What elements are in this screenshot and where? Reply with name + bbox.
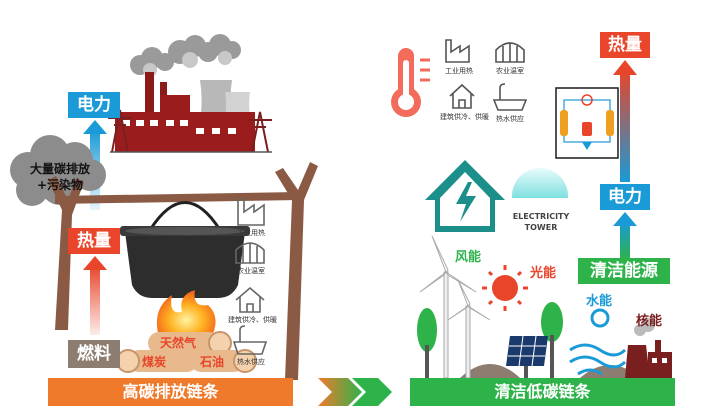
left-power-label: 电力 xyxy=(68,92,120,118)
left-use-industry: 工业用热 xyxy=(237,229,265,237)
transition-arrow-icon xyxy=(318,378,392,406)
tower-text-line2: TOWER xyxy=(524,223,558,232)
fuel-logs-icon xyxy=(116,331,257,373)
greenhouse-icon xyxy=(235,242,265,264)
bathtub-icon xyxy=(492,83,528,111)
solar-panel-icon xyxy=(506,335,548,378)
sun-icon xyxy=(482,265,528,311)
cauldron-icon xyxy=(120,201,250,298)
nuclear-label: 核能 xyxy=(636,314,663,329)
right-power-arrow xyxy=(613,212,637,260)
right-use-agriculture: 农业温室 xyxy=(496,67,524,75)
tower-text-line1: ELECTRICITY xyxy=(512,212,570,221)
greenhouse-icon xyxy=(495,42,525,63)
left-heat-arrow xyxy=(83,256,107,335)
clean-energy-label: 清洁能源 xyxy=(578,258,670,284)
emission-text-line2: +污染物 xyxy=(36,178,84,192)
nuclear-plant-icon xyxy=(625,318,672,378)
left-bottom-bar xyxy=(48,378,293,406)
fuel-natural-gas: 天然气 xyxy=(160,336,197,350)
wind-label: 风能 xyxy=(455,250,482,265)
house-icon xyxy=(235,286,265,313)
left-usage-icons xyxy=(232,199,268,355)
left-use-agriculture: 农业温室 xyxy=(237,267,265,275)
solar-label: 光能 xyxy=(530,266,557,281)
electricity-tower-icon xyxy=(512,168,568,198)
right-heat-label: 热量 xyxy=(600,32,650,58)
right-bottom-title: 清洁低碳链条 xyxy=(494,382,591,401)
smart-house-icon xyxy=(425,160,505,232)
left-fuel-label: 燃料 xyxy=(68,340,120,368)
right-bottom-bar xyxy=(410,378,675,406)
fuel-coal: 煤炭 xyxy=(142,355,167,369)
factory-icon xyxy=(445,39,470,63)
emission-text-line1: 大量碳排放 xyxy=(29,162,90,176)
right-use-hotwater: 热水供应 xyxy=(496,115,524,123)
left-heat-label: 热量 xyxy=(68,228,120,254)
left-bottom-title: 高碳排放链条 xyxy=(122,382,219,401)
left-use-building: 建筑供冷、供暖 xyxy=(228,316,277,324)
bathtub-icon xyxy=(232,325,268,355)
left-use-hotwater: 热水供应 xyxy=(237,358,265,366)
hydro-label: 水能 xyxy=(586,294,613,309)
factory-icon xyxy=(237,199,265,226)
power-plant-icon xyxy=(108,34,272,153)
fuel-oil: 石油 xyxy=(200,355,225,369)
right-usage-icons xyxy=(445,39,528,111)
heat-pump-icon xyxy=(555,87,619,159)
house-icon xyxy=(449,83,475,109)
right-use-industry: 工业用热 xyxy=(445,67,473,75)
right-heat-arrow xyxy=(613,60,637,182)
hydro-icon xyxy=(569,308,627,376)
right-use-building: 建筑供冷、供暖 xyxy=(440,113,489,121)
tree-icon xyxy=(417,302,563,378)
thermometer-icon xyxy=(391,48,430,117)
right-power-label: 电力 xyxy=(600,184,650,210)
flame-icon xyxy=(156,290,216,340)
